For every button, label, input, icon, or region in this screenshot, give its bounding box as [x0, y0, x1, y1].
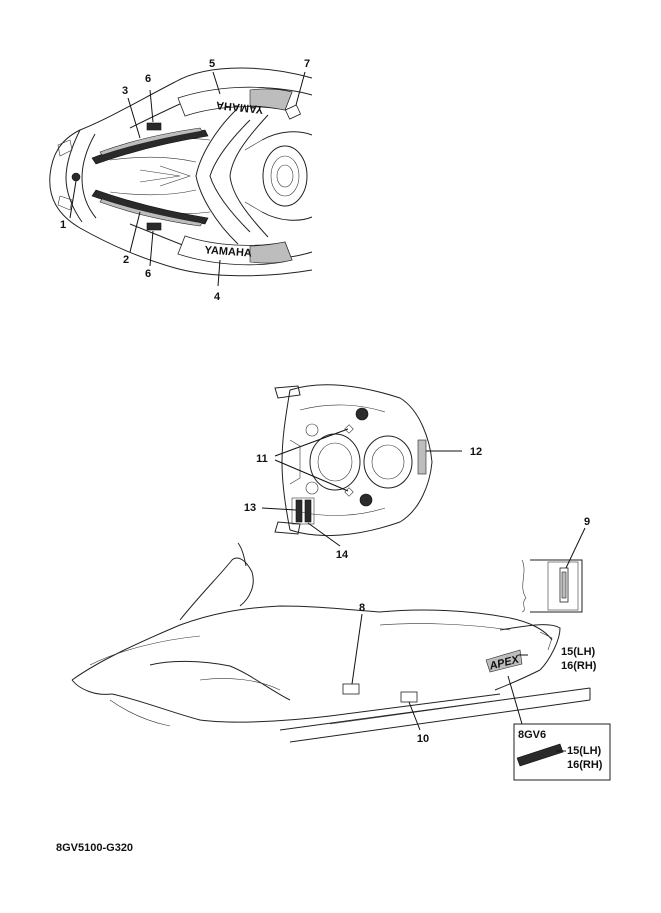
callout-1: 1	[60, 219, 66, 231]
callout-8: 8	[359, 602, 365, 614]
apex-logo: APEX	[487, 653, 521, 672]
callout-14: 14	[336, 549, 349, 561]
snowmobile-side-view: APEX	[71, 542, 591, 743]
callout-10: 10	[417, 733, 429, 745]
callout-7: 7	[304, 58, 310, 70]
callout-6-lower: 6	[145, 268, 151, 280]
callout-16: 16(RH)	[561, 660, 597, 672]
emblem-decal-upper	[146, 122, 162, 131]
callout-11: 11	[256, 453, 268, 465]
rear-body-top-view	[274, 384, 433, 537]
decal-10	[400, 691, 418, 703]
callout-15-inset: 15(LH)	[567, 745, 602, 757]
yamaha-logo-lower: YAMAHA	[204, 244, 252, 259]
inset-model-label: 8GV6	[518, 729, 546, 741]
figure-code: 8GV5100-G320	[56, 842, 133, 854]
emblem-decal-lower	[146, 222, 162, 231]
nose-emblem	[71, 172, 81, 182]
callout-13: 13	[244, 502, 256, 514]
callout-2: 2	[123, 254, 129, 266]
top-view-leaders	[69, 71, 306, 287]
callout-5: 5	[209, 58, 215, 70]
rear-view-leaders	[261, 428, 462, 547]
callout-16-inset: 16(RH)	[567, 759, 603, 771]
callout-3: 3	[122, 85, 128, 97]
hood-top-view: YAMAHA YAMAHA	[49, 67, 313, 277]
inset-box: 8GV6 15(LH) 16(RH)	[513, 723, 611, 781]
decal-8	[342, 683, 360, 695]
callout-12: 12	[470, 446, 482, 458]
callout-9: 9	[584, 516, 590, 528]
small-warning-decal	[284, 104, 302, 120]
callout-4: 4	[214, 291, 221, 303]
inset-decal	[516, 743, 564, 767]
detail-9-panel	[521, 527, 586, 613]
callout-15: 15(LH)	[561, 646, 596, 658]
callout-6-upper: 6	[145, 73, 151, 85]
yamaha-logo-upper: YAMAHA	[216, 99, 264, 116]
